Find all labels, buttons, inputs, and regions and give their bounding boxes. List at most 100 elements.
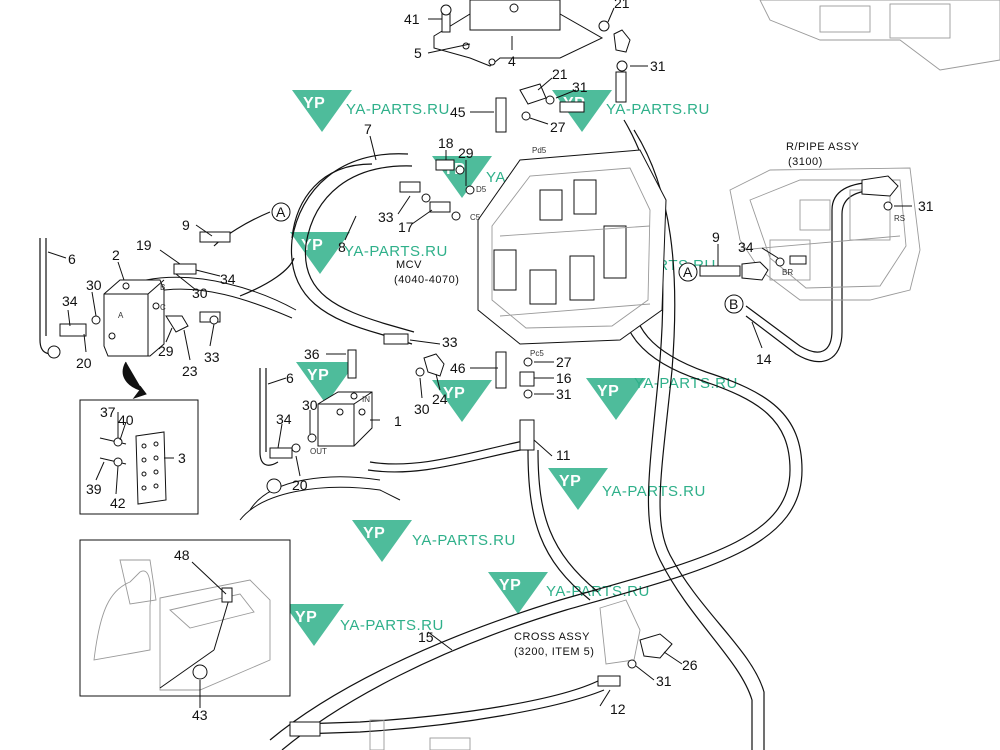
callout-34-center: 34 (276, 411, 292, 427)
port-in: IN (362, 395, 370, 404)
svg-text:YP: YP (363, 525, 385, 542)
detail-arrow (122, 361, 147, 399)
callout-23: 23 (182, 363, 198, 379)
watermark-logo: YP (292, 90, 352, 132)
callout-16: 16 (556, 370, 572, 386)
port-pc5: Pc5 (530, 349, 544, 358)
callout-5: 5 (414, 45, 422, 61)
callout-4: 4 (508, 53, 516, 69)
port-rs: RS (894, 214, 905, 223)
port-labels: Pd5 D5 C5 Pc5 A B C IN OUT RS BR (118, 146, 905, 456)
port-b: B (160, 283, 165, 292)
callout-2: 2 (112, 247, 120, 263)
callout-30-block1: 30 (414, 401, 430, 417)
svg-text:YP: YP (301, 237, 323, 254)
cross-assy-ref-label: (3200, ITEM 5) (514, 646, 594, 658)
callout-29-top: 29 (458, 145, 474, 161)
callout-numbers: 41 5 4 21 31 21 31 45 27 7 18 29 33 17 9… (62, 0, 934, 723)
port-c5: C5 (470, 213, 481, 222)
watermark-logo: YP (488, 572, 548, 614)
ref-b: B (729, 296, 738, 312)
callout-21-mid: 21 (552, 66, 568, 82)
callout-43: 43 (192, 707, 208, 723)
callout-8: 8 (338, 239, 346, 255)
block-2 (103, 279, 165, 357)
cross-assy-label: CROSS ASSY (514, 631, 590, 643)
port-c: C (160, 303, 166, 312)
callout-31-mid: 31 (572, 79, 588, 95)
svg-text:YP: YP (499, 577, 521, 594)
callout-33-top: 33 (378, 209, 394, 225)
rpipe-label: R/PIPE ASSY (786, 141, 860, 153)
detail-box-cab (79, 539, 291, 697)
callout-17: 17 (398, 219, 414, 235)
block-1 (317, 391, 373, 447)
callout-39: 39 (86, 481, 102, 497)
callout-11: 11 (556, 447, 571, 463)
svg-text:YA-PARTS.RU: YA-PARTS.RU (606, 101, 710, 118)
svg-text:YP: YP (443, 385, 465, 402)
svg-text:YP: YP (307, 367, 329, 384)
mcv-label: MCV (396, 259, 422, 271)
ref-a-right: A (683, 264, 693, 280)
watermark-logo: YP (548, 468, 608, 510)
detail-box-bracket (79, 399, 199, 515)
callout-29-left: 29 (158, 343, 174, 359)
callout-20-center: 20 (292, 477, 308, 493)
leader-lines (47, 7, 912, 708)
callout-40: 40 (118, 412, 134, 428)
callout-31-cross: 31 (656, 673, 672, 689)
watermark-text: YA-PARTS.RU (340, 617, 444, 634)
mcv-range-label: (4040-4070) (394, 274, 459, 286)
callout-15: 15 (418, 629, 434, 645)
callout-3: 3 (178, 450, 186, 466)
r-pipe-assembly (729, 0, 1000, 301)
callout-9-left: 9 (182, 217, 190, 233)
callout-18: 18 (438, 135, 454, 151)
watermark-text: YA-PARTS.RU (344, 243, 448, 260)
watermark-logo: YP (296, 362, 356, 404)
callout-6-left: 6 (68, 251, 76, 267)
watermark-text: YA-PARTS.RU (346, 101, 450, 118)
svg-text:YA-PARTS.RU: YA-PARTS.RU (340, 617, 444, 634)
callout-27-top: 27 (550, 119, 566, 135)
callout-33-center: 33 (442, 334, 458, 350)
watermark-text: YA-PARTS.RU (634, 375, 738, 392)
callout-1: 1 (394, 413, 402, 429)
callout-12: 12 (610, 701, 626, 717)
ref-circles: A A B (271, 202, 744, 314)
watermark-logo: YP (432, 380, 492, 422)
callout-37: 37 (100, 404, 116, 420)
svg-text:YA-PARTS.RU: YA-PARTS.RU (346, 101, 450, 118)
callout-30-left: 30 (86, 277, 102, 293)
svg-text:YP: YP (597, 383, 619, 400)
callout-45: 45 (450, 104, 466, 120)
callout-42: 42 (110, 495, 126, 511)
callout-21-top: 21 (614, 0, 630, 11)
port-a: A (118, 311, 124, 320)
watermark-logo: YP (352, 520, 412, 562)
callout-33-left: 33 (204, 349, 220, 365)
fittings (47, 20, 899, 750)
callout-7: 7 (364, 121, 372, 137)
callout-26: 26 (682, 657, 698, 673)
watermark-text: YA-PARTS.RU (606, 101, 710, 118)
callout-48: 48 (174, 547, 190, 563)
svg-text:YA-PARTS.RU: YA-PARTS.RU (634, 375, 738, 392)
callout-34-block2: 34 (220, 271, 236, 287)
callout-34-right: 34 (738, 239, 754, 255)
callout-46: 46 (450, 360, 466, 376)
callout-31-right: 31 (918, 198, 934, 214)
watermark-text: YA-PARTS.RU (412, 532, 516, 549)
port-d5: D5 (476, 185, 487, 194)
callout-27-bottom: 27 (556, 354, 572, 370)
rpipe-ref-label: (3100) (788, 156, 823, 168)
svg-text:YA-PARTS.RU: YA-PARTS.RU (412, 532, 516, 549)
callout-24: 24 (432, 391, 448, 407)
callout-34-left: 34 (62, 293, 78, 309)
svg-text:YA-PARTS.RU: YA-PARTS.RU (344, 243, 448, 260)
callout-41: 41 (404, 11, 420, 27)
callout-31-top: 31 (650, 58, 666, 74)
callout-6-center: 6 (286, 370, 294, 386)
